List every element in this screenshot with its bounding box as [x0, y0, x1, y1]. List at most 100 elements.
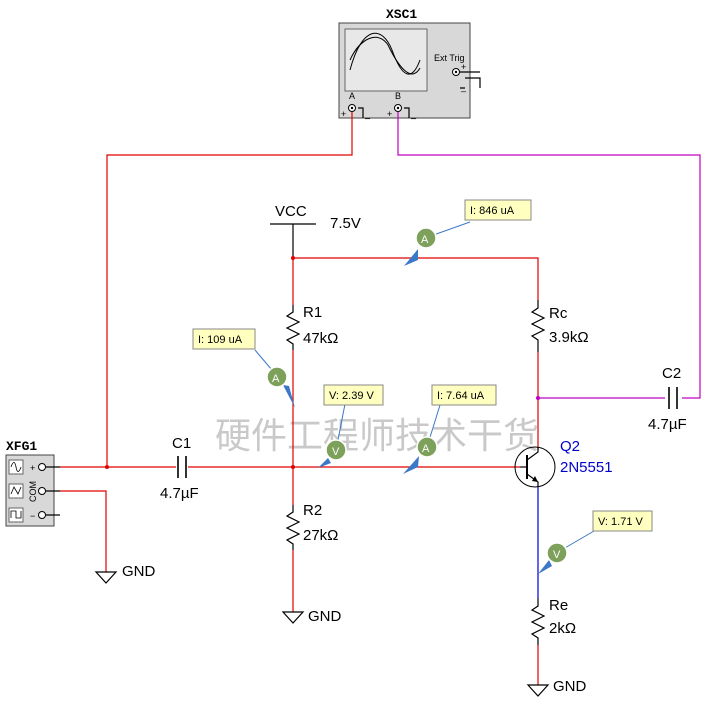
channel-b-ground-lead: [404, 107, 410, 118]
ext-trig-minus: _: [460, 82, 467, 92]
waveform-trace-2: [349, 36, 421, 75]
vcc-label: VCC: [275, 203, 307, 220]
vcc-source[interactable]: VCC 7.5V: [270, 203, 361, 232]
ground-re-label: GND: [553, 678, 587, 695]
wire-fg-com-gnd[interactable]: [60, 490, 107, 572]
probe-ve-reading: V: 1.71 V: [598, 516, 644, 528]
channel-b-plus: +: [387, 109, 392, 119]
c1-name: C1: [172, 435, 191, 452]
ground-fg-label: GND: [122, 563, 156, 580]
watermark-text: 硬件工程师技术干货: [215, 416, 539, 457]
fg-com-terminal[interactable]: [38, 487, 46, 495]
q2-collector-lead: [526, 447, 539, 461]
ground-r2: GND: [281, 608, 342, 625]
probe-voltage-emitter[interactable]: V: 1.71 V V: [538, 510, 653, 574]
ground-fg: GND: [94, 563, 156, 584]
sine-glyph: [10, 462, 22, 472]
ext-trig-leads: [460, 71, 481, 89]
q2-envelope: [514, 446, 556, 488]
channel-b-label: B: [395, 91, 401, 101]
voltmeter-icon: [546, 542, 568, 564]
capacitor-c1[interactable]: C1 4.7µF: [160, 435, 199, 502]
probe-current-collector[interactable]: I: 846 uA A: [404, 199, 532, 266]
r1-name: R1: [303, 304, 322, 321]
ground-re: GND: [526, 678, 587, 697]
fg-plus-terminal[interactable]: [38, 463, 46, 471]
junction-collector: [536, 396, 540, 400]
probe-vb-reading: V: 2.39 V: [329, 390, 375, 402]
capacitor-c2[interactable]: C2 4.7µF: [648, 365, 687, 433]
channel-a-plus: +: [341, 109, 346, 119]
ammeter-icon: [415, 227, 437, 249]
probe-ib-arrow: [403, 456, 419, 474]
r2-symbol: [285, 505, 301, 550]
vcc-value: 7.5V: [330, 215, 361, 232]
ammeter-icon: [266, 366, 288, 388]
oscilloscope-name: XSC1: [386, 7, 417, 22]
probe-ic-symbol: A: [421, 234, 429, 246]
ammeter-icon: [416, 436, 438, 458]
probe-voltage-base[interactable]: V: 2.39 V V: [318, 384, 384, 468]
square-glyph: [10, 510, 22, 519]
resistor-r2[interactable]: R2 27kΩ: [285, 502, 338, 550]
probe-ib-box: [431, 384, 497, 406]
r1-value: 47kΩ: [303, 330, 338, 347]
voltmeter-icon: [325, 439, 347, 461]
resistor-rc[interactable]: Rc 3.9kΩ: [530, 300, 589, 352]
probe-ic-box: [464, 199, 532, 221]
c2-name: C2: [662, 365, 681, 382]
wire-scope-a[interactable]: [106, 112, 353, 467]
triangle-glyph: [10, 486, 22, 495]
channel-b-minus: _: [410, 109, 417, 119]
c1-value: 4.7µF: [160, 485, 199, 502]
function-generator-xfg1[interactable]: XFG1 + COM −: [5, 439, 60, 527]
wire-vcc-rail[interactable]: [293, 257, 539, 300]
fg-minus-label: −: [30, 511, 35, 521]
fg-minus-terminal[interactable]: [38, 511, 46, 519]
probe-vb-symbol: V: [332, 446, 340, 458]
rc-value: 3.9kΩ: [549, 329, 589, 346]
re-symbol: [530, 598, 546, 645]
channel-a-minus: _: [364, 109, 371, 119]
channel-a-ground-lead: [358, 107, 364, 118]
q2-part: 2N5551: [560, 459, 613, 476]
probe-ve-arrow: [538, 560, 552, 574]
probe-current-divider[interactable]: I: 109 uA A: [192, 328, 295, 408]
resistor-r1[interactable]: R1 47kΩ: [285, 304, 338, 350]
junction-input: [105, 465, 109, 469]
probe-vb-arrow: [318, 458, 331, 468]
r2-name: R2: [303, 502, 322, 519]
r2-value: 27kΩ: [303, 527, 338, 544]
ext-trig-terminal-dot: [454, 70, 458, 74]
channel-b-terminal-dot: [396, 106, 400, 110]
probe-ve-symbol: V: [553, 549, 561, 561]
fg-com-label: COM: [28, 481, 38, 502]
probe-vb-box: [323, 384, 384, 406]
r1-symbol: [285, 305, 301, 350]
fg-plus-label: +: [30, 463, 35, 473]
probe-current-base[interactable]: I: 7.64 uA A: [403, 384, 497, 474]
resistor-re[interactable]: Re 2kΩ: [530, 597, 576, 645]
fg-terminal-leads: [46, 466, 60, 516]
probe-idiv-symbol: A: [272, 373, 280, 385]
oscilloscope-xsc1[interactable]: XSC1 Ext Trig + _ A + _ B + _: [338, 7, 481, 119]
probe-ic-arrow: [404, 249, 418, 266]
q2-emitter-arrow: [532, 476, 538, 482]
c2-value: 4.7µF: [648, 416, 687, 433]
channel-a-label: A: [349, 91, 355, 101]
wire-scope-b[interactable]: [397, 112, 701, 399]
ground-r2-symbol: [281, 611, 305, 624]
oscilloscope-screen: [344, 28, 428, 92]
re-name: Re: [549, 597, 568, 614]
function-generator-name: XFG1: [6, 439, 37, 454]
rc-name: Rc: [549, 305, 568, 322]
probe-idiv-arrow: [283, 385, 295, 408]
ground-re-symbol: [526, 684, 550, 697]
ext-trig-plus: +: [461, 62, 466, 72]
transistor-q2[interactable]: Q2 2N5551: [514, 438, 613, 488]
junction-vcc: [291, 256, 295, 260]
probe-idiv-box: [192, 328, 256, 350]
probe-ib-reading: I: 7.64 uA: [437, 390, 485, 402]
probe-ib-symbol: A: [422, 443, 430, 455]
re-value: 2kΩ: [549, 620, 576, 637]
